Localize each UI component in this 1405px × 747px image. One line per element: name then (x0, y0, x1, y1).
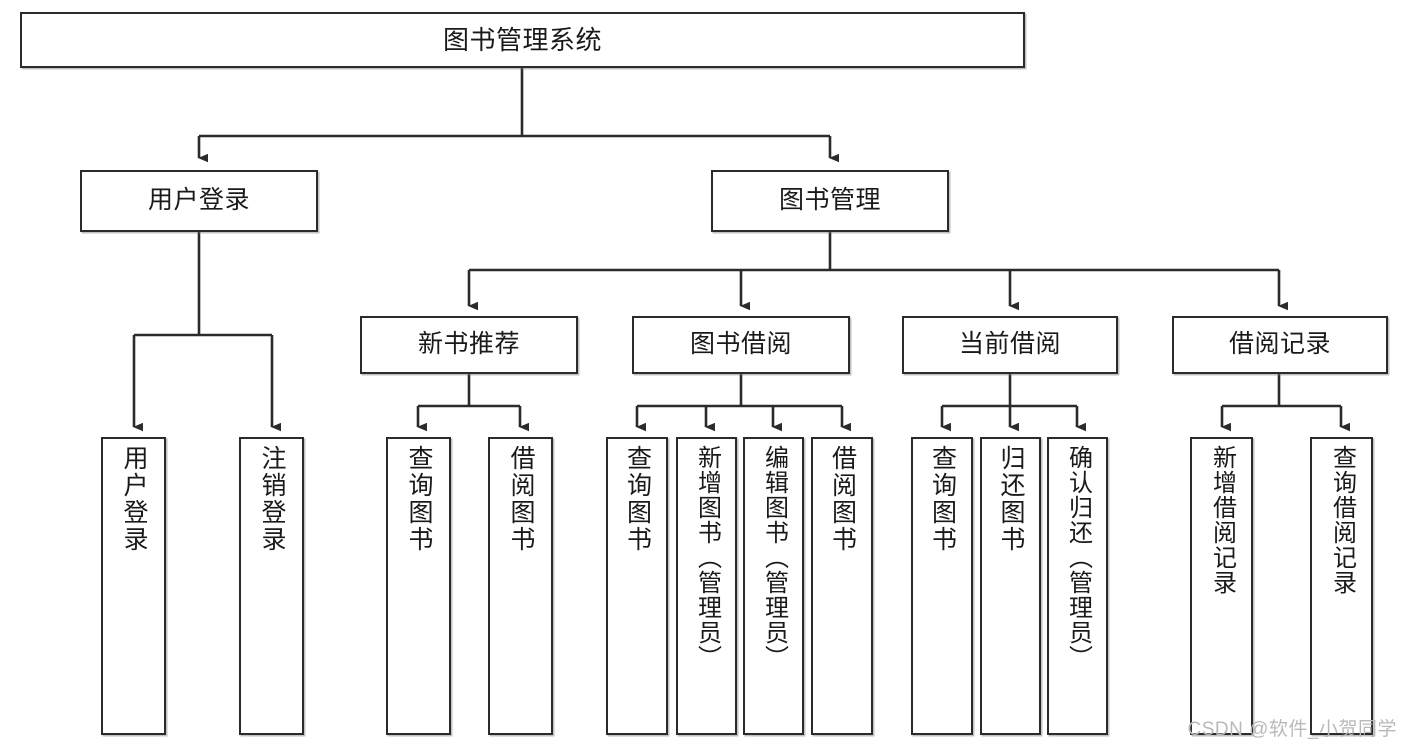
node-label: 借阅图书 (507, 445, 535, 553)
node-label: 当前借阅 (958, 330, 1061, 359)
node-label: 图书借阅 (689, 330, 792, 359)
csdn-watermark: CSDN @软件_小贺同学 (1187, 719, 1397, 740)
node-label: 查询图书 (928, 445, 957, 553)
node-user-login[interactable]: 用户登录 (80, 170, 318, 232)
node-label: 用户登录 (120, 445, 148, 553)
node-book-management[interactable]: 图书管理 (711, 170, 949, 232)
node-label: 注销登录 (258, 445, 286, 553)
leaf-return-book[interactable]: 归还图书 (980, 437, 1041, 735)
node-label: 确认归还（管理员） (1064, 445, 1092, 670)
node-label: 借阅图书 (828, 445, 857, 553)
leaf-borrow-book[interactable]: 借阅图书 (811, 437, 873, 735)
node-label: 归还图书 (997, 445, 1025, 553)
node-borrowing-record[interactable]: 借阅记录 (1172, 316, 1388, 374)
node-label: 图书管理系统 (442, 24, 602, 55)
node-label: 新增借阅记录 (1208, 445, 1236, 595)
node-root-book-management-system[interactable]: 图书管理系统 (20, 12, 1025, 68)
leaf-add-borrow-record[interactable]: 新增借阅记录 (1190, 437, 1253, 735)
leaf-confirm-return-admin[interactable]: 确认归还（管理员） (1047, 437, 1108, 735)
node-label: 新增图书（管理员） (693, 445, 721, 670)
node-label: 借阅记录 (1228, 330, 1331, 359)
leaf-query-book-recommend[interactable]: 查询图书 (386, 437, 451, 735)
node-label: 查询图书 (623, 445, 652, 553)
node-label: 查询借阅记录 (1328, 445, 1356, 595)
node-label: 用户登录 (147, 186, 250, 215)
node-label: 查询图书 (405, 445, 433, 553)
node-label: 编辑图书（管理员） (760, 445, 788, 670)
node-book-borrowing[interactable]: 图书借阅 (632, 316, 850, 374)
leaf-edit-book-admin[interactable]: 编辑图书（管理员） (743, 437, 804, 735)
leaf-user-login[interactable]: 用户登录 (101, 437, 166, 735)
leaf-query-borrow-record[interactable]: 查询借阅记录 (1310, 437, 1373, 735)
leaf-add-book-admin[interactable]: 新增图书（管理员） (676, 437, 737, 735)
leaf-query-book-current[interactable]: 查询图书 (911, 437, 973, 735)
leaf-logout[interactable]: 注销登录 (239, 437, 304, 735)
node-label: 图书管理 (778, 186, 881, 215)
leaf-borrow-book-recommend[interactable]: 借阅图书 (488, 437, 553, 735)
node-current-borrowing[interactable]: 当前借阅 (902, 316, 1118, 374)
node-label: 新书推荐 (417, 330, 520, 359)
node-new-book-recommendation[interactable]: 新书推荐 (360, 316, 578, 374)
leaf-query-book-borrow[interactable]: 查询图书 (606, 437, 668, 735)
